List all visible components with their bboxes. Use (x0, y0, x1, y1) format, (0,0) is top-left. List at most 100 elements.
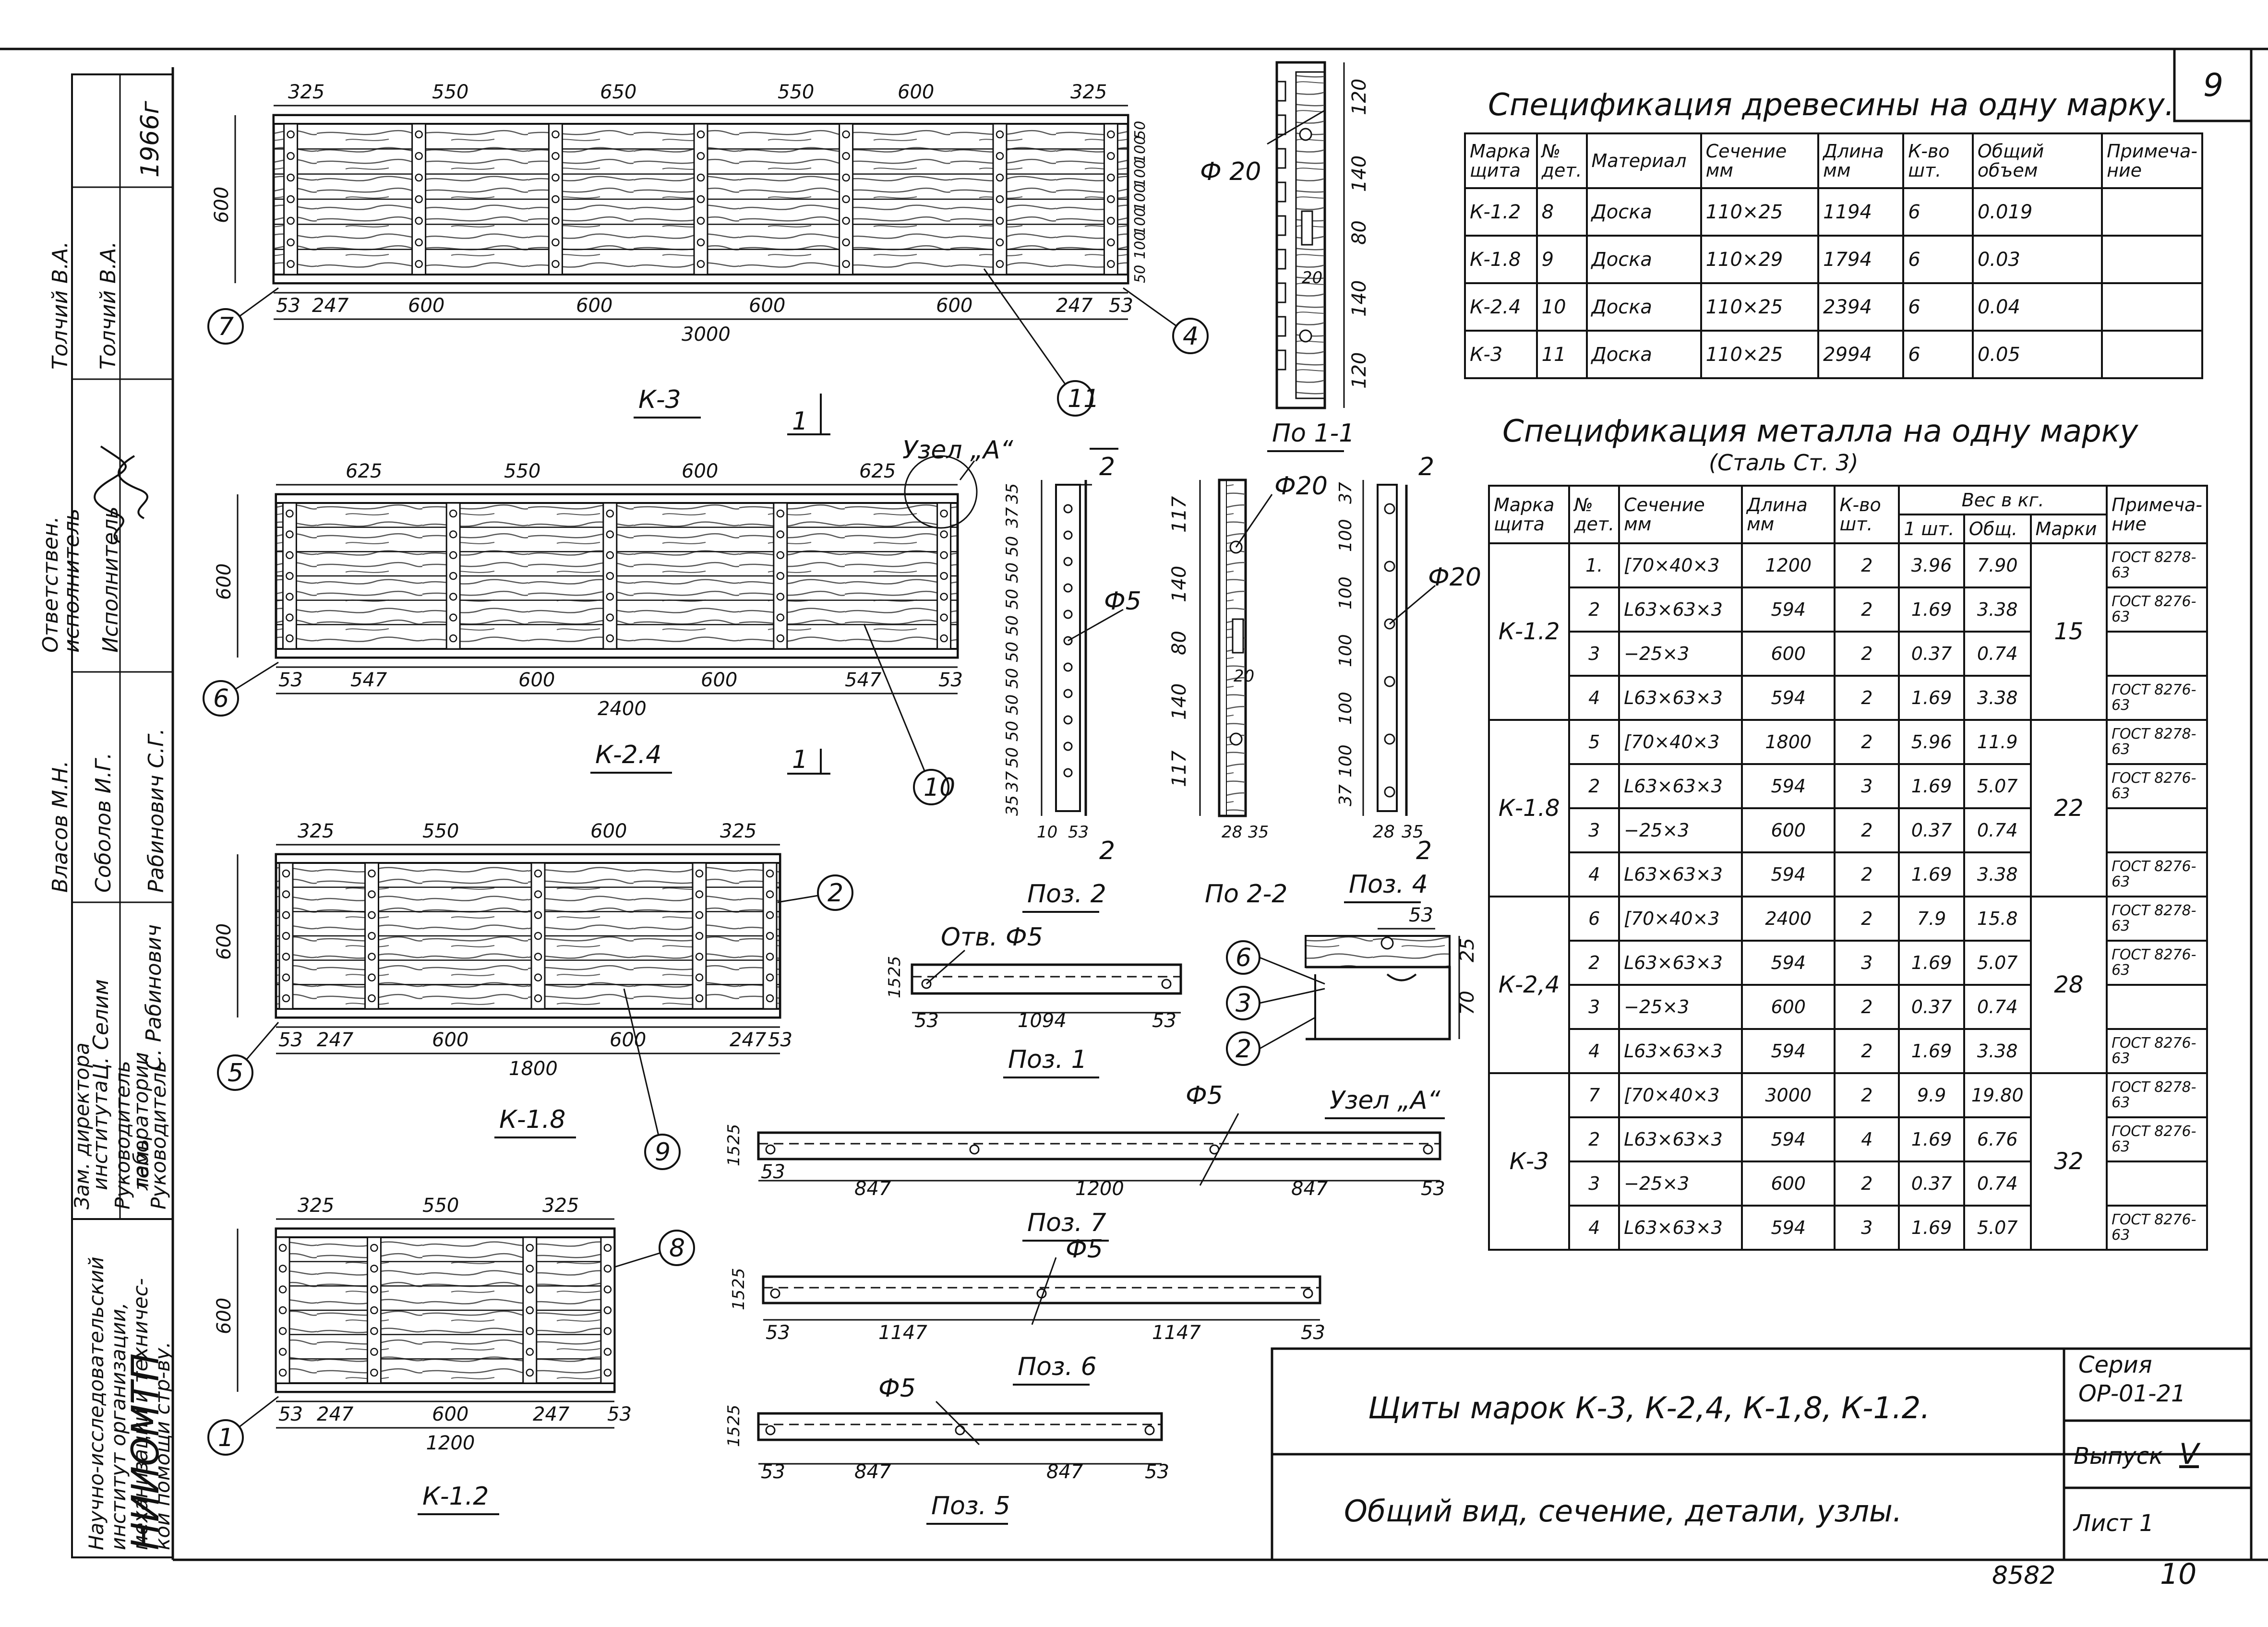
bolt-hole (1107, 216, 1115, 225)
bolt-hole (370, 1368, 378, 1377)
table-cell: 6.76 (1963, 1116, 2032, 1162)
table-cell: 4 (1834, 1116, 1900, 1162)
series-label: Серия (2078, 1352, 2152, 1378)
table-cell: 594 (1740, 851, 1836, 897)
bolt-hole (606, 613, 614, 622)
table-cell: −25×3 (1618, 1160, 1743, 1207)
panel-label: К-2.4 (595, 741, 661, 769)
col-header: Длина мм (1817, 132, 1905, 189)
dimension: 550 (504, 460, 540, 482)
table-cell: 6 (1902, 235, 1974, 284)
dimension: 25 (1456, 938, 1478, 962)
table-cell (2101, 187, 2203, 237)
bolt-hole (695, 953, 704, 961)
callout-number: 9 (655, 1138, 671, 1167)
bolt-hole (287, 130, 295, 139)
dimension: 100 (1132, 232, 1149, 259)
dimension: 600 (432, 1403, 468, 1425)
bolt-hole (603, 1327, 612, 1335)
gost-cell (2106, 1160, 2208, 1207)
dimension: 847 (854, 1178, 891, 1200)
dimension: 100 (1336, 634, 1356, 667)
dimension: 120 (1348, 79, 1370, 115)
bolt-hole (696, 260, 705, 268)
bolt-hole (940, 593, 948, 601)
detail-label: Поз. 5 (931, 1492, 1010, 1520)
mark-cell: К-1.8 (1488, 719, 1571, 897)
table-cell: 0.37 (1898, 807, 1965, 853)
table-cell: L63×63×3 (1618, 763, 1743, 809)
mark-total-cell: 22 (2029, 719, 2108, 897)
bolt-hole (766, 994, 774, 1003)
dimension: 50 (1003, 615, 1022, 636)
table-cell: 594 (1740, 1116, 1836, 1162)
bolt-hole (606, 509, 614, 518)
dimension: 600 (610, 1029, 646, 1051)
bolt-hole (842, 130, 850, 139)
channel-top (275, 493, 959, 504)
table-cell: 2 (1834, 631, 1900, 677)
gost-cell (2106, 984, 2208, 1030)
bolt-hole (552, 152, 560, 160)
col-header: Общий объем (1971, 132, 2103, 189)
gost-cell: ГОСТ 8276-63 (2106, 1116, 2208, 1162)
dimension: 325 (288, 81, 324, 103)
bolt-hole (1107, 173, 1115, 182)
table-cell: 1.69 (1898, 851, 1965, 897)
stamp-name: Толчий В.А. (48, 241, 72, 370)
bolt-hole (368, 973, 376, 981)
gost-cell: ГОСТ 8278-63 (2106, 1072, 2208, 1118)
bolt-hole (696, 195, 705, 203)
table-cell: 6 (1568, 896, 1620, 942)
table-cell: 0.74 (1963, 984, 2032, 1030)
dimension: 53 (766, 1322, 790, 1344)
dimension: 50 (1132, 121, 1149, 139)
table-cell: 594 (1740, 1028, 1836, 1074)
hole-label: Ф20 (1428, 563, 1481, 592)
gost-cell: ГОСТ 8278-63 (2106, 542, 2208, 588)
stamp-role: Исполнитель (98, 506, 123, 653)
dimension: 1147 (878, 1322, 927, 1344)
table-cell: 5.07 (1963, 763, 2032, 809)
page-number: 9 (2203, 67, 2223, 104)
dimension: 625 (859, 460, 896, 482)
bolt-hole (287, 260, 295, 268)
table-cell: 0.37 (1898, 631, 1965, 677)
table-cell: 4 (1568, 1028, 1620, 1074)
stamp-name: Власов М.Н. (48, 761, 72, 893)
bolt-hole (415, 195, 423, 203)
bolt-hole (370, 1348, 378, 1356)
metal-spec-subtitle: (Сталь Ст. 3) (1709, 450, 1859, 476)
bolt-hole (534, 869, 542, 878)
table-cell: L63×63×3 (1618, 851, 1743, 897)
channel-bottom (275, 648, 959, 658)
dimension: 325 (298, 1195, 334, 1217)
bolt-hole (695, 890, 704, 898)
table-cell: 5.96 (1898, 719, 1965, 765)
dimension: 247 (317, 1403, 354, 1425)
dimension: 550 (432, 81, 468, 103)
bolt-hole (282, 869, 290, 878)
dimension: 35 (1003, 483, 1022, 504)
dimension: 50 (1003, 536, 1022, 557)
detail-label: По 2-2 (1205, 880, 1287, 909)
dimension: 247 (317, 1029, 354, 1051)
dimension: 550 (422, 820, 459, 842)
channel-bottom (273, 274, 1129, 284)
dimension: 35 (1402, 822, 1424, 842)
bolt-hole (415, 152, 423, 160)
col-header: Примеча-ние (2101, 132, 2203, 189)
bolt-hole (695, 973, 704, 981)
gost-cell: ГОСТ 8276-63 (2106, 586, 2208, 633)
callout-number: 1 (218, 1424, 234, 1452)
col-header: № дет. (1568, 485, 1620, 544)
bolt-hole (282, 911, 290, 919)
table-cell: 0.04 (1971, 282, 2103, 332)
dimension: 15 (724, 1146, 744, 1166)
table-cell: 2 (1834, 984, 1900, 1030)
table-cell: 600 (1740, 1160, 1836, 1207)
table-cell: L63×63×3 (1618, 1116, 1743, 1162)
dimension: 247 (312, 295, 349, 317)
